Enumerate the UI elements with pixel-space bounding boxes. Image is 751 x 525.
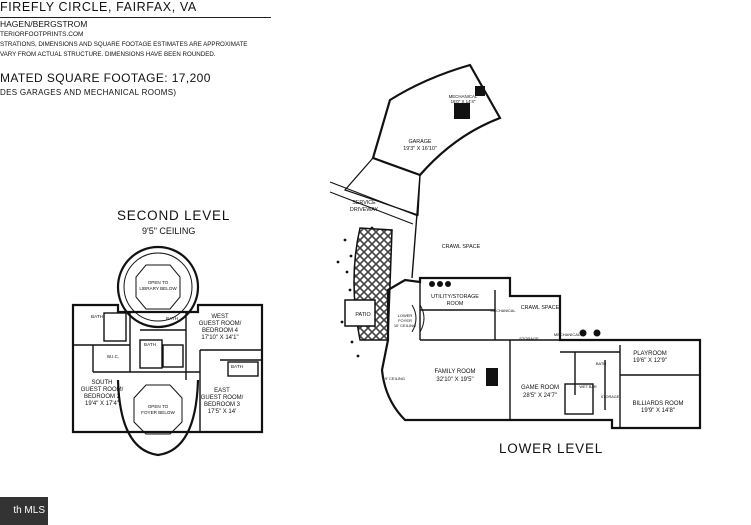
library-rotunda-wall xyxy=(116,245,200,329)
service-driveway-outline xyxy=(343,157,421,216)
library-octagon xyxy=(135,264,181,310)
lower-level-plan xyxy=(329,63,702,430)
driveway-label-1: SERVICE xyxy=(352,200,376,206)
storage-label-1: STORAGE xyxy=(519,336,539,341)
utility-label-1: UTILITY/STORAGE xyxy=(431,294,479,300)
second-level-ceiling: 9'5" CEILING xyxy=(142,226,196,236)
foyer-octagon xyxy=(133,384,183,435)
website-text: TERIORFOOTPRINTS.COM xyxy=(0,31,84,38)
client-name: HAGEN/BERGSTROM xyxy=(0,19,88,29)
square-footage: MATED SQUARE FOOTAGE: 17,200 xyxy=(0,71,211,85)
lower-foyer-label-1: LOWER xyxy=(398,313,413,318)
bath-label-c: BATH xyxy=(231,364,243,369)
game-room-label-2: 28'5" X 24'7" xyxy=(523,393,557,399)
south-guest-label-1: SOUTH xyxy=(92,380,113,386)
west-guest-label-1: WEST xyxy=(211,314,229,320)
library-open-label-1: OPEN TO xyxy=(148,280,169,285)
east-guest-label-2: GUEST ROOM/ xyxy=(201,395,244,401)
east-guest-label-4: 17'5" X 14' xyxy=(208,409,236,415)
bath-label-d: BATH xyxy=(166,316,178,321)
disclaimer-line-1: STRATIONS, DIMENSIONS AND SQUARE FOOTAGE… xyxy=(0,41,248,48)
south-guest-label-3: BEDROOM 2 xyxy=(84,394,121,400)
billiards-label-2: 19'9" X 14'8" xyxy=(641,408,675,414)
storage-label-2: STORAGE xyxy=(601,395,620,399)
second-level-plan xyxy=(71,245,264,457)
wic-label: W.I.C. xyxy=(107,354,120,359)
second-level-labels: OPEN TO LIBRARY BELOW OPEN TO FOYER BELO… xyxy=(81,280,244,415)
west-guest-label-3: BEDROOM 4 xyxy=(202,328,239,334)
mls-badge: th MLS xyxy=(0,497,48,525)
second-level-title: SECOND LEVEL xyxy=(117,208,231,223)
driveway-label-2: DRIVEWAY xyxy=(350,207,379,213)
lower-level-title: LOWER LEVEL xyxy=(499,441,604,456)
foyer-open-label-1: OPEN TO xyxy=(148,404,169,409)
lower-level-labels: MECHANICAL 16'0" X 14'4" GARAGE 19'3" X … xyxy=(350,94,684,414)
header-rule xyxy=(0,17,271,18)
game-room-label-1: GAME ROOM xyxy=(521,385,559,391)
playroom-label-2: 19'6" X 12'9" xyxy=(633,358,667,364)
ceiling-note: 9' CEILING xyxy=(385,376,405,381)
bath-label-a: BATH xyxy=(91,314,103,319)
south-guest-label-4: 19'4" X 17'4" xyxy=(85,401,119,407)
mechanical-top-label-2: 16'0" X 14'4" xyxy=(451,99,476,104)
fireplace-icon xyxy=(486,368,498,386)
foyer-open-label-2: FOYER BELOW xyxy=(141,410,175,415)
west-guest-label-4: 17'10" X 14'1" xyxy=(201,335,238,341)
library-rotunda-inner xyxy=(123,252,193,322)
address-title: FIREFLY CIRCLE, FAIRFAX, VA xyxy=(0,0,197,14)
billiards-label-1: BILLIARDS ROOM xyxy=(632,401,683,407)
bath-lower-label: BATH xyxy=(596,361,606,366)
wet-bar-label: WET BAR xyxy=(579,385,596,389)
playroom-label-1: PLAYROOM xyxy=(633,351,667,357)
mechanical-right-label: MECHANICAL xyxy=(554,332,581,337)
landscape-dots xyxy=(336,226,374,358)
west-guest-label-2: GUEST ROOM/ xyxy=(199,321,242,327)
lower-foyer-label-3: 10' CEILING xyxy=(394,323,416,328)
square-footage-note: DES GARAGES AND MECHANICAL ROOMS) xyxy=(0,88,177,97)
lower-level-outline xyxy=(380,276,702,430)
disclaimer-line-2: VARY FROM ACTUAL STRUCTURE. DIMENSIONS H… xyxy=(0,51,216,58)
garage-label-2: 19'3" X 16'10" xyxy=(403,146,437,152)
patio-label: PATIO xyxy=(355,312,370,318)
east-guest-label-3: BEDROOM 3 xyxy=(204,402,241,408)
east-guest-label-1: EAST xyxy=(214,388,230,394)
lower-foyer-label-2: FOYER xyxy=(398,318,412,323)
library-open-label-2: LIBRARY BELOW xyxy=(139,286,177,291)
bath-label-b: BATH xyxy=(144,342,156,347)
mechanical-top-label-1: MECHANICAL xyxy=(449,94,478,99)
foyer-rotunda-wall xyxy=(116,379,200,457)
south-guest-label-2: GUEST ROOM/ xyxy=(81,387,124,393)
family-room-label-1: FAMILY ROOM xyxy=(434,369,475,375)
garage-label-1: GARAGE xyxy=(408,139,431,145)
mechanical-small-label: MECHANICAL xyxy=(491,309,516,313)
second-level-outline xyxy=(71,303,264,434)
crawl-space-label-2: CRAWL SPACE xyxy=(521,305,560,311)
garage-wing-upper xyxy=(371,63,502,177)
utility-label-2: ROOM xyxy=(447,301,464,307)
family-room-label-2: 32'10" X 19'5" xyxy=(436,377,473,383)
crawl-space-label-1: CRAWL SPACE xyxy=(442,244,481,250)
